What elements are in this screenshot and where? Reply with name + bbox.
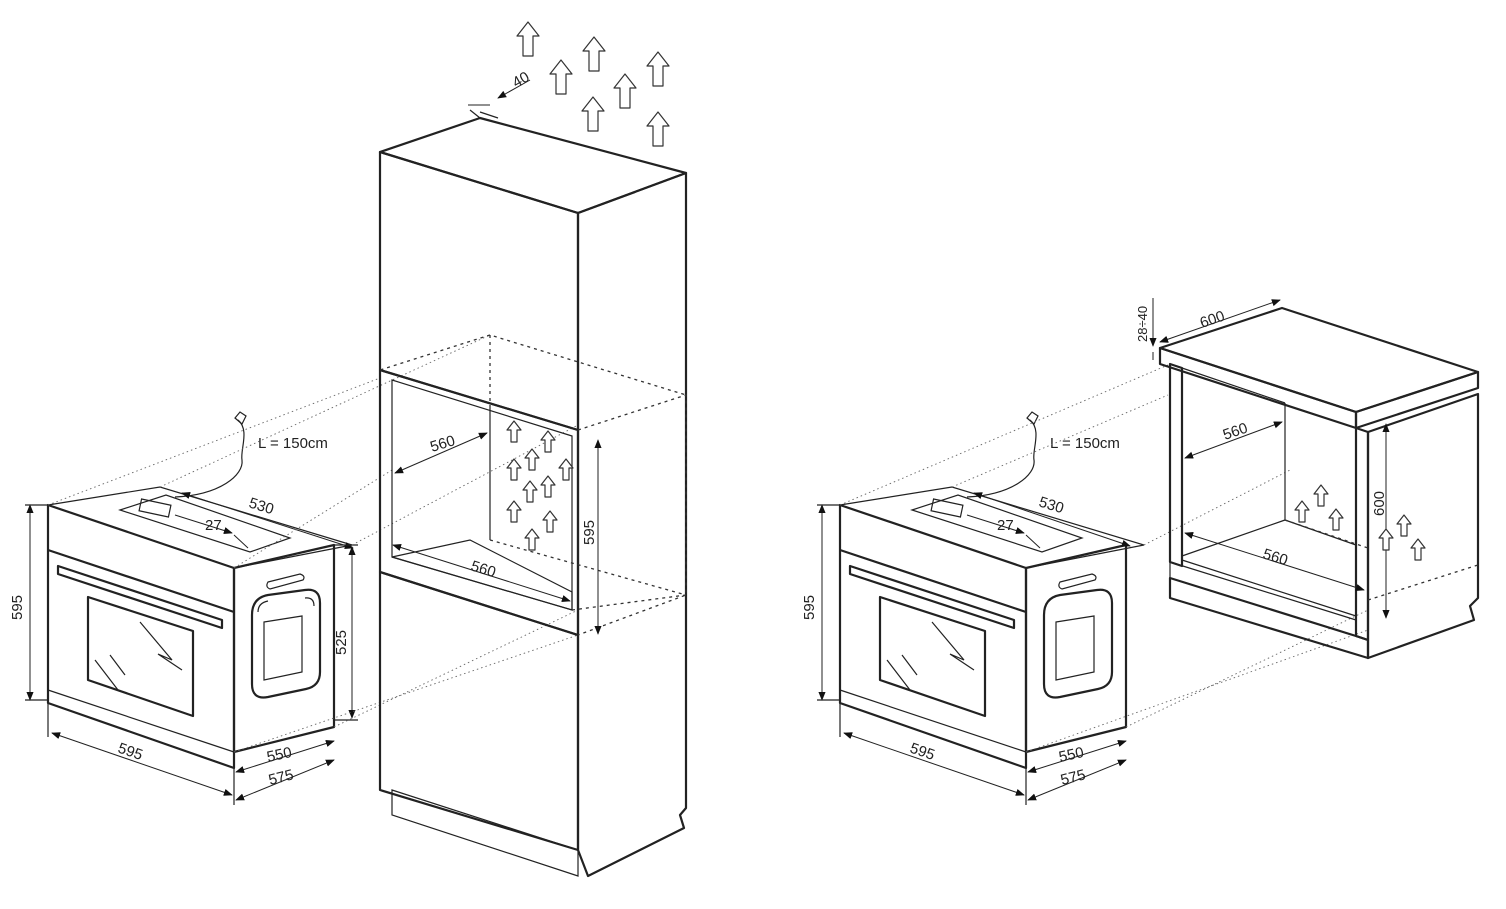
right-oven-width: 595	[908, 740, 937, 764]
left-oven: L = 150cm	[46, 411, 353, 770]
worktop-thickness: 28÷40	[1135, 306, 1150, 342]
left-oven-body-depth: 550	[265, 744, 293, 766]
right-oven-dimensions: 595 595 530 27 550 575	[801, 492, 1131, 805]
tall-cabinet	[378, 109, 688, 878]
ventilation-arrow-icon	[516, 21, 540, 57]
right-projection-lines	[839, 364, 1369, 753]
under-counter-cabinet-dimensions: 600 28÷40 560 560 600	[1135, 298, 1390, 619]
right-oven	[838, 411, 1145, 770]
ventilation-arrow-icon	[506, 420, 522, 443]
left-oven-depth-top: 530	[247, 495, 276, 519]
ventilation-arrow-icon	[581, 96, 605, 132]
under-counter-opening-height: 600	[1371, 491, 1388, 516]
tall-cabinet-vent-gap: 40	[510, 68, 533, 91]
ventilation-arrow-icon	[646, 111, 670, 147]
under-counter-vent-arrows	[1294, 484, 1426, 561]
right-oven-total-depth: 575	[1059, 766, 1087, 789]
right-cable-length-label: L = 150cm	[1050, 435, 1120, 452]
tall-cabinet-opening-height: 595	[581, 520, 598, 545]
left-cable-length-label: L = 150cm	[258, 435, 328, 452]
right-oven-height: 595	[801, 595, 818, 620]
right-oven-front-offset: 27	[997, 517, 1014, 534]
right-oven-body-depth: 550	[1057, 744, 1085, 766]
ventilation-arrow-icon	[1410, 538, 1426, 561]
ventilation-arrow-icon	[506, 458, 522, 481]
ventilation-arrow-icon	[646, 51, 670, 87]
tall-cabinet-opening-top-width: 560	[428, 432, 457, 456]
tall-cabinet-inner-vent-arrows	[506, 420, 574, 551]
top-vent-arrows	[516, 21, 670, 147]
left-oven-front-offset: 27	[205, 517, 222, 534]
ventilation-arrow-icon	[558, 458, 574, 481]
ventilation-arrow-icon	[549, 59, 573, 95]
ventilation-arrow-icon	[540, 475, 556, 498]
ventilation-arrow-icon	[582, 36, 606, 72]
ventilation-arrow-icon	[522, 480, 538, 503]
tall-cabinet-dimensions: 560 560 595 40	[392, 68, 602, 635]
under-counter-opening-top-width: 560	[1221, 420, 1250, 444]
tall-cabinet-opening-bottom-width: 560	[469, 558, 498, 582]
left-oven-total-depth: 575	[267, 766, 295, 789]
ventilation-arrow-icon	[1328, 508, 1344, 531]
ventilation-arrow-icon	[506, 500, 522, 523]
ventilation-arrow-icon	[524, 528, 540, 551]
left-projection-lines	[47, 334, 579, 753]
left-oven-dimensions: 595 595 530 27 525 550 575	[9, 492, 358, 805]
ventilation-arrow-icon	[1294, 500, 1310, 523]
left-oven-height: 595	[9, 595, 26, 620]
ventilation-arrow-icon	[540, 430, 556, 453]
ventilation-arrow-icon	[1313, 484, 1329, 507]
ventilation-arrow-icon	[1378, 528, 1394, 551]
ventilation-arrow-icon	[1396, 514, 1412, 537]
ventilation-arrow-icon	[613, 73, 637, 109]
left-oven-body-height: 525	[333, 630, 350, 655]
under-counter-opening-bottom-width: 560	[1261, 546, 1290, 570]
right-oven-depth-top: 530	[1037, 494, 1066, 518]
under-counter-cabinet	[1158, 306, 1480, 660]
left-oven-width: 595	[116, 740, 145, 764]
ventilation-arrow-icon	[542, 510, 558, 533]
